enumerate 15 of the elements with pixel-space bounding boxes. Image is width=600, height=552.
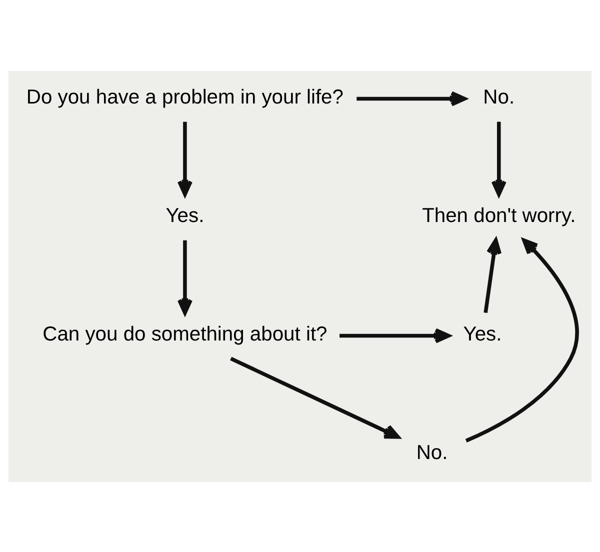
arrow <box>177 121 193 196</box>
arrow <box>484 238 502 313</box>
arrow <box>230 356 400 438</box>
node-text: Yes. <box>166 204 204 227</box>
node-text: Do you have a problem in your life? <box>26 86 344 108</box>
arrow <box>465 238 579 442</box>
arrow <box>491 121 506 196</box>
node-text: Can you do something about it? <box>42 323 328 346</box>
arrow <box>356 90 466 106</box>
node-text: Then don't worry. <box>422 204 576 227</box>
arrow <box>340 328 450 343</box>
arrow <box>177 240 193 314</box>
node-text: Yes. <box>463 323 502 346</box>
node-text: No. <box>483 86 515 108</box>
node-text: No. <box>416 442 448 464</box>
